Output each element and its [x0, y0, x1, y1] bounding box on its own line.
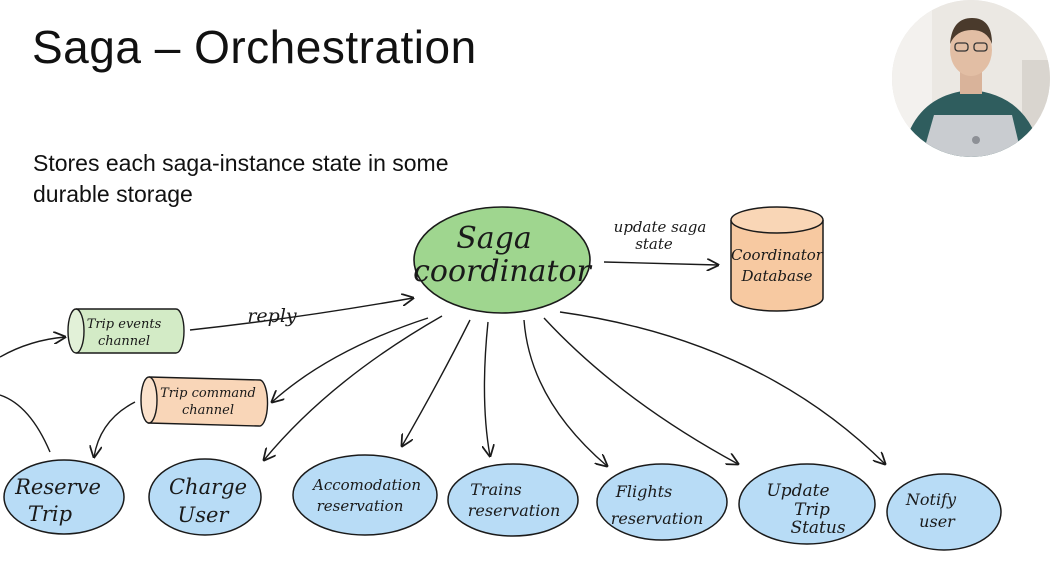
coordinator-database-node: Coordinator Database	[730, 206, 824, 312]
to-notify-arrow	[559, 311, 885, 464]
reply-label: reply	[247, 305, 297, 327]
command-to-reserve-arrow	[94, 401, 136, 457]
service-label-2: user	[919, 512, 956, 531]
to-command-channel-arrow	[272, 317, 429, 402]
to-charge-user-arrow	[264, 315, 443, 460]
service-label-1: Reserve	[14, 475, 101, 499]
reply-arrow	[189, 298, 413, 331]
slide-title: Saga – Orchestration	[32, 21, 477, 73]
command-channel-label-1: Trip command	[160, 386, 256, 401]
update-label-2: state	[635, 235, 673, 253]
events-channel-label-1: Trip events	[87, 317, 162, 332]
to-trains-arrow	[484, 321, 490, 456]
service-label-1: Flights	[615, 482, 673, 501]
service-reserve-trip: Reserve Trip	[3, 459, 125, 535]
trip-command-channel-node: Trip command channel	[140, 376, 269, 427]
service-trains-reservation: Trains reservation	[447, 463, 579, 537]
trip-events-channel-node: Trip events channel	[67, 308, 185, 354]
reserve-to-events-arrow	[0, 337, 65, 453]
diagram-arrows	[0, 262, 885, 466]
service-notify-user: Notify user	[886, 473, 1002, 551]
service-label-2: Trip	[28, 502, 72, 526]
to-accomodation-arrow	[402, 319, 471, 446]
service-label-1: Update	[766, 481, 829, 501]
slide-subtitle: Stores each saga-instance state in some …	[33, 150, 449, 207]
service-label-2: Trip	[794, 500, 830, 520]
to-flights-arrow	[523, 319, 607, 466]
service-flights-reservation: Flights reservation	[596, 463, 728, 541]
service-charge-user: Charge User	[148, 458, 262, 536]
command-channel-label-2: channel	[182, 403, 234, 418]
update-label-1: update saga	[614, 218, 707, 236]
database-label-2: Database	[740, 267, 812, 285]
update-state-arrow	[603, 262, 718, 265]
events-channel-label-2: channel	[98, 334, 150, 349]
service-accomodation-reservation: Accomodation reservation	[292, 454, 438, 536]
service-label-2: reservation	[611, 509, 704, 528]
coordinator-label-2: coordinator	[413, 254, 592, 289]
service-label-1: Trains	[470, 480, 522, 499]
service-label-3: Status	[790, 518, 845, 538]
service-update-trip-status: Update Trip Status	[738, 463, 876, 545]
to-update-status-arrow	[543, 317, 738, 464]
service-label-1: Notify	[905, 490, 957, 509]
webcam-overlay	[892, 0, 1050, 157]
service-label-2: reservation	[468, 501, 561, 520]
saga-coordinator-node: Saga coordinator	[413, 206, 593, 314]
service-label-1: Accomodation	[311, 476, 421, 494]
database-label-1: Coordinator	[731, 246, 824, 264]
service-label-1: Charge	[169, 475, 247, 499]
coordinator-label-1: Saga	[456, 221, 532, 256]
service-label-2: User	[178, 503, 231, 527]
service-label-2: reservation	[317, 497, 404, 515]
presenter-video-image	[892, 0, 1050, 157]
